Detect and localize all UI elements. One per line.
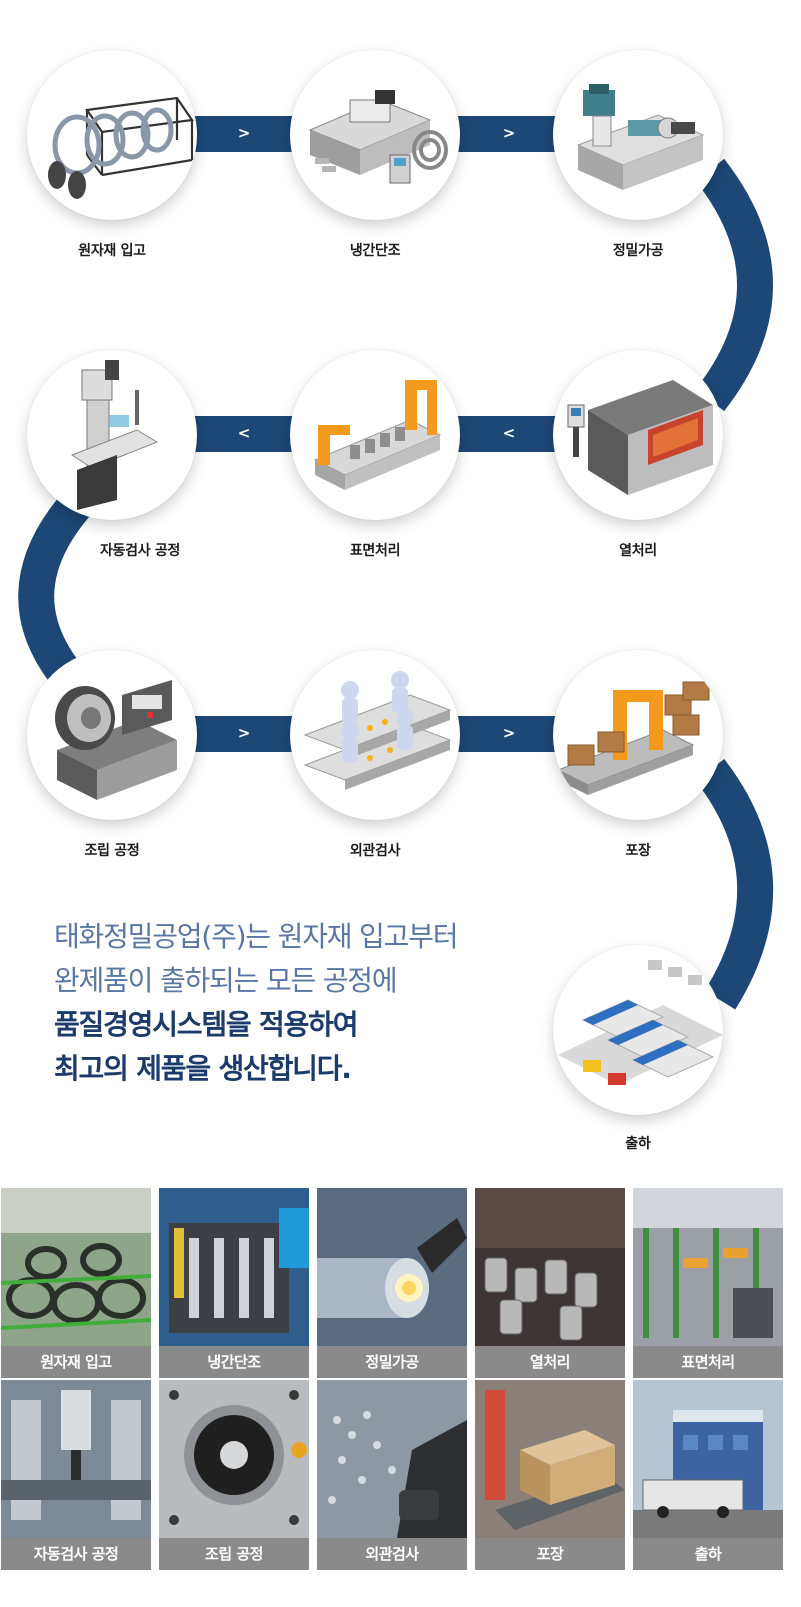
- photo-caption: 냉간단조: [159, 1346, 309, 1378]
- photo-caption: 원자재 입고: [1, 1346, 151, 1378]
- factory-shipping-icon: [558, 960, 723, 1085]
- process-flow-diagram: > > < < > > 원자재 입고: [18, 50, 774, 1152]
- cnc-lathe-icon: [576, 84, 705, 190]
- photo-caption: 정밀가공: [317, 1346, 467, 1378]
- step-node-shipping: [553, 945, 723, 1115]
- assembly-photo: [159, 1380, 309, 1538]
- photo-tile-surface-treatment: 표면처리: [633, 1188, 783, 1378]
- quality-statement: 태화정밀공업(주)는 원자재 입고부터 완제품이 출하되는 모든 공정에 품질경…: [54, 915, 574, 1091]
- step-label-shipping: 출하: [625, 1136, 651, 1152]
- flow-arrow-4: <: [502, 424, 516, 442]
- photo-tile-raw-material: 원자재 입고: [1, 1188, 151, 1378]
- photo-tile-auto-inspection: 자동검사 공정: [1, 1380, 151, 1570]
- flow-arrow-1: >: [237, 124, 251, 142]
- step-label-auto-inspection: 자동검사 공정: [99, 543, 181, 559]
- visual-inspection-workers-icon: [303, 671, 452, 790]
- packaging-photo: [475, 1380, 625, 1538]
- step-node-precision-machining: [553, 50, 723, 220]
- photo-tile-packaging: 포장: [475, 1380, 625, 1570]
- step-label-cold-forging: 냉간단조: [349, 243, 401, 259]
- photo-caption: 출하: [633, 1538, 783, 1570]
- step-node-cold-forging: [290, 50, 460, 220]
- statement-line-1: 태화정밀공업(주)는 원자재 입고부터: [54, 920, 458, 953]
- step-label-heat-treatment: 열처리: [619, 543, 657, 559]
- heat-treatment-photo: [475, 1188, 625, 1346]
- flow-arrow-2: >: [502, 124, 516, 142]
- step-node-auto-inspection: [27, 350, 197, 520]
- step-label-assembly: 조립 공정: [84, 843, 140, 859]
- step-label-packaging: 포장: [625, 843, 651, 859]
- photo-tile-cold-forging: 냉간단조: [159, 1188, 309, 1378]
- step-label-visual-inspection: 외관검사: [349, 843, 401, 859]
- photo-tile-heat-treatment: 열처리: [475, 1188, 625, 1378]
- photo-caption: 표면처리: [633, 1346, 783, 1378]
- photo-caption: 포장: [475, 1538, 625, 1570]
- auto-inspection-machine-icon: [70, 360, 159, 510]
- surface-treatment-photo: [633, 1188, 783, 1346]
- cold-forging-photo: [159, 1188, 309, 1346]
- step-node-assembly: [27, 650, 197, 820]
- statement-line-4: 최고의 제품을 생산합니다.: [54, 1052, 352, 1085]
- packaging-conveyor-icon: [556, 681, 710, 795]
- process-photo-gallery: 원자재 입고 냉간단조 정밀가공: [0, 1188, 801, 1607]
- photo-tile-precision-machining: 정밀가공: [317, 1188, 467, 1378]
- photo-caption: 열처리: [475, 1346, 625, 1378]
- auto-inspection-photo: [1, 1380, 151, 1538]
- step-node-surface-treatment: [290, 350, 460, 520]
- flow-path: [18, 116, 774, 1010]
- flow-arrow-6: >: [502, 724, 516, 742]
- photo-tile-visual-inspection: 외관검사: [317, 1380, 467, 1570]
- step-node-heat-treatment: [553, 350, 723, 520]
- wire-coil-cart-icon: [48, 96, 194, 199]
- heat-treatment-furnace-icon: [567, 380, 713, 495]
- photo-tile-shipping: 출하: [633, 1380, 783, 1570]
- photo-caption: 자동검사 공정: [1, 1538, 151, 1570]
- flow-arrow-5: >: [237, 724, 251, 742]
- photo-tile-assembly: 조립 공정: [159, 1380, 309, 1570]
- step-label-precision-machining: 정밀가공: [612, 243, 664, 259]
- photo-caption: 외관검사: [317, 1538, 467, 1570]
- step-node-visual-inspection: [290, 650, 460, 820]
- assembly-machine-icon: [55, 680, 177, 800]
- flow-arrow-3: <: [237, 424, 251, 442]
- step-node-raw-material: [27, 50, 197, 220]
- raw-material-photo: [1, 1188, 151, 1346]
- photo-caption: 조립 공정: [159, 1538, 309, 1570]
- forging-machine-icon: [308, 90, 448, 184]
- shipping-photo: [633, 1380, 783, 1538]
- statement-line-2: 완제품이 출하되는 모든 공정에: [54, 964, 398, 997]
- statement-line-3: 품질경영시스템을 적용하여: [54, 1008, 358, 1041]
- precision-machining-photo: [317, 1188, 467, 1346]
- visual-inspection-photo: [317, 1380, 467, 1538]
- step-label-raw-material: 원자재 입고: [78, 243, 146, 259]
- step-node-packaging: [553, 650, 723, 820]
- surface-treatment-line-icon: [313, 380, 442, 490]
- step-label-surface-treatment: 표면처리: [349, 543, 401, 559]
